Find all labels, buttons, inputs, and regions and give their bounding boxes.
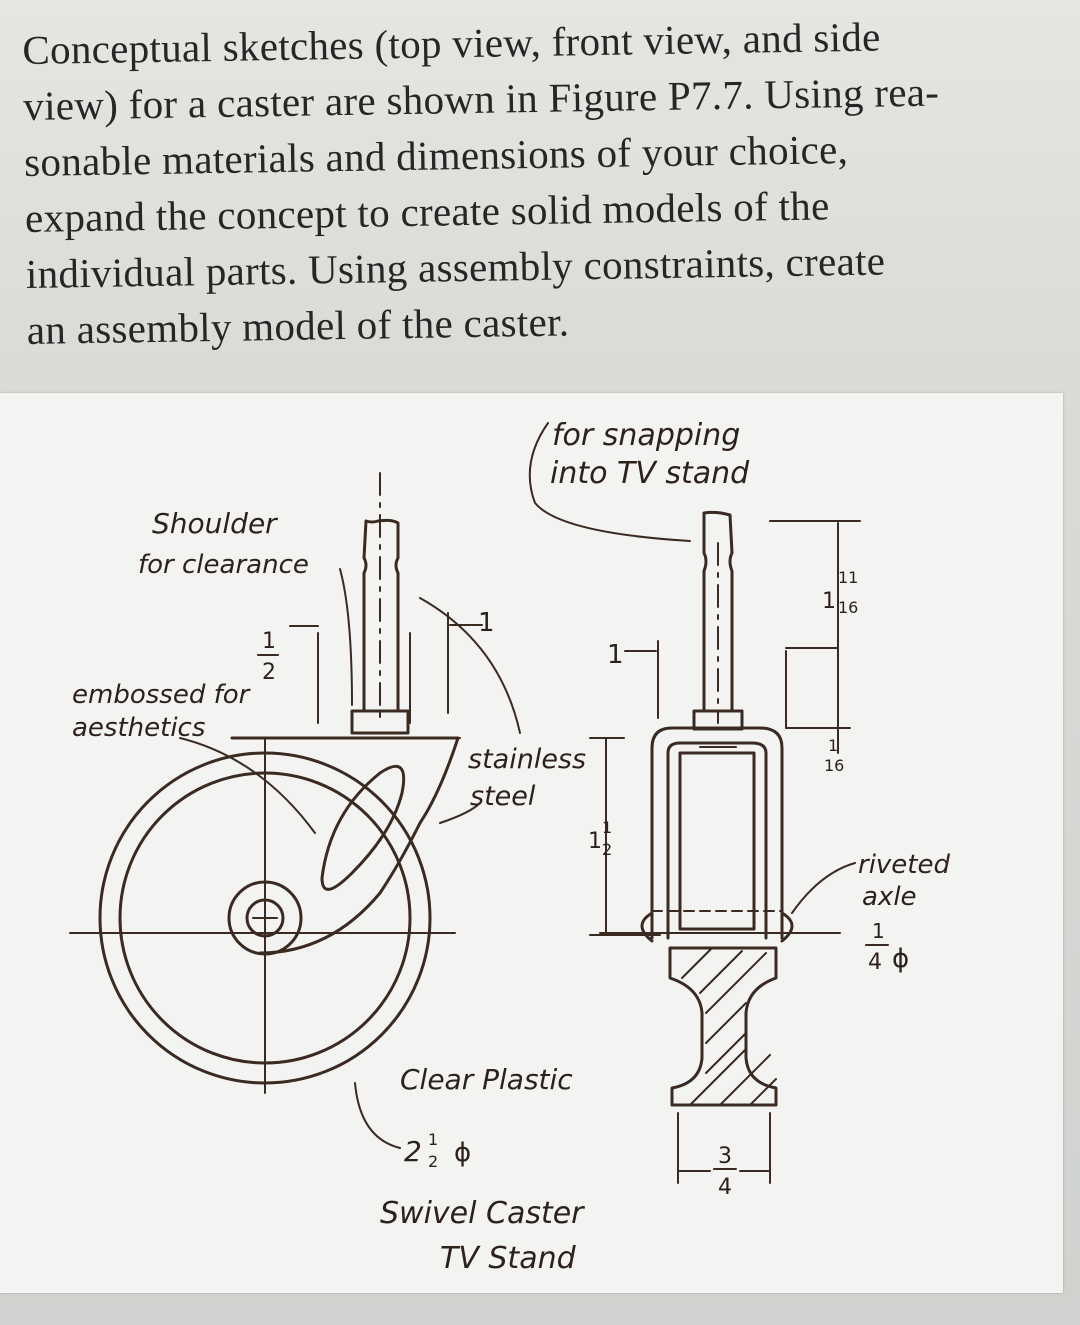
side-wheel-section <box>668 946 778 1107</box>
dim-axle-den: 4 <box>868 950 882 975</box>
dim-height-num: 1 <box>602 818 612 837</box>
stainless-leader-1 <box>419 597 521 734</box>
dim-pin-whole: 1 <box>822 589 836 614</box>
annotation-stainless-2: steel <box>470 781 536 812</box>
annotation-riveted-1: riveted <box>858 850 950 880</box>
problem-statement: Conceptual sketches (top view, front vie… <box>22 6 1072 358</box>
annotation-stainless-1: stainless <box>468 744 586 775</box>
annotation-plastic-dia: 2 <box>404 1135 422 1168</box>
dim-shoulder-num: 1 <box>262 629 276 654</box>
front-stem <box>362 518 400 713</box>
riveted-leader <box>791 862 856 914</box>
caption-line-1: Swivel Caster <box>380 1196 585 1231</box>
dim-side-one: 1 <box>607 640 624 670</box>
annotation-embossed-1: embossed for <box>72 680 252 710</box>
dim-bracket-den: 16 <box>824 756 844 775</box>
dim-front-one: 1 <box>478 608 495 638</box>
front-fork <box>230 736 460 955</box>
annotation-shoulder-2: for clearance <box>138 550 309 580</box>
side-bracket-inner <box>666 741 768 940</box>
dim-width-num: 3 <box>718 1144 732 1169</box>
annotation-snapping-1: for snapping <box>552 418 740 453</box>
side-bracket-outer <box>650 726 784 940</box>
annotation-snapping-2: into TV stand <box>550 456 750 491</box>
stainless-leader-2 <box>439 802 481 824</box>
dim-bracket-num: 1 <box>828 736 838 755</box>
plastic-leader <box>354 1082 401 1149</box>
shoulder-leader <box>339 568 353 706</box>
dim-axle-dia: ϕ <box>892 944 909 974</box>
annotation-riveted-2: axle <box>862 882 917 912</box>
snapping-leader <box>528 422 691 542</box>
dim-height-whole: 1 <box>588 829 602 854</box>
figure-panel: for snapping into TV stand Shoulder for … <box>0 393 1063 1293</box>
caster-sketch: for snapping into TV stand Shoulder for … <box>69 418 950 1276</box>
embossed-leader <box>179 737 316 834</box>
plastic-frac-num: 1 <box>428 1130 438 1149</box>
side-stem <box>702 510 734 713</box>
side-rivet-left <box>640 911 654 943</box>
dim-pin-num: 11 <box>838 568 858 587</box>
dim-pin-den: 16 <box>838 598 858 617</box>
plastic-frac-den: 2 <box>428 1152 438 1171</box>
annotation-plastic: Clear Plastic <box>400 1063 573 1096</box>
side-rivet-right <box>780 911 794 943</box>
side-wheel-rect <box>678 751 756 931</box>
front-fork-slot <box>320 764 406 891</box>
annotation-shoulder-1: Shoulder <box>152 507 278 540</box>
plastic-dia-symbol: ϕ <box>454 1138 471 1168</box>
side-wheel-hatch <box>681 947 777 1106</box>
front-shoulder <box>350 709 410 735</box>
dim-width-den: 4 <box>718 1175 732 1200</box>
dim-height-den: 2 <box>602 840 612 859</box>
dim-shoulder-den: 2 <box>262 660 276 685</box>
caption-line-2: TV Stand <box>440 1241 577 1276</box>
dim-axle-num: 1 <box>872 919 885 943</box>
